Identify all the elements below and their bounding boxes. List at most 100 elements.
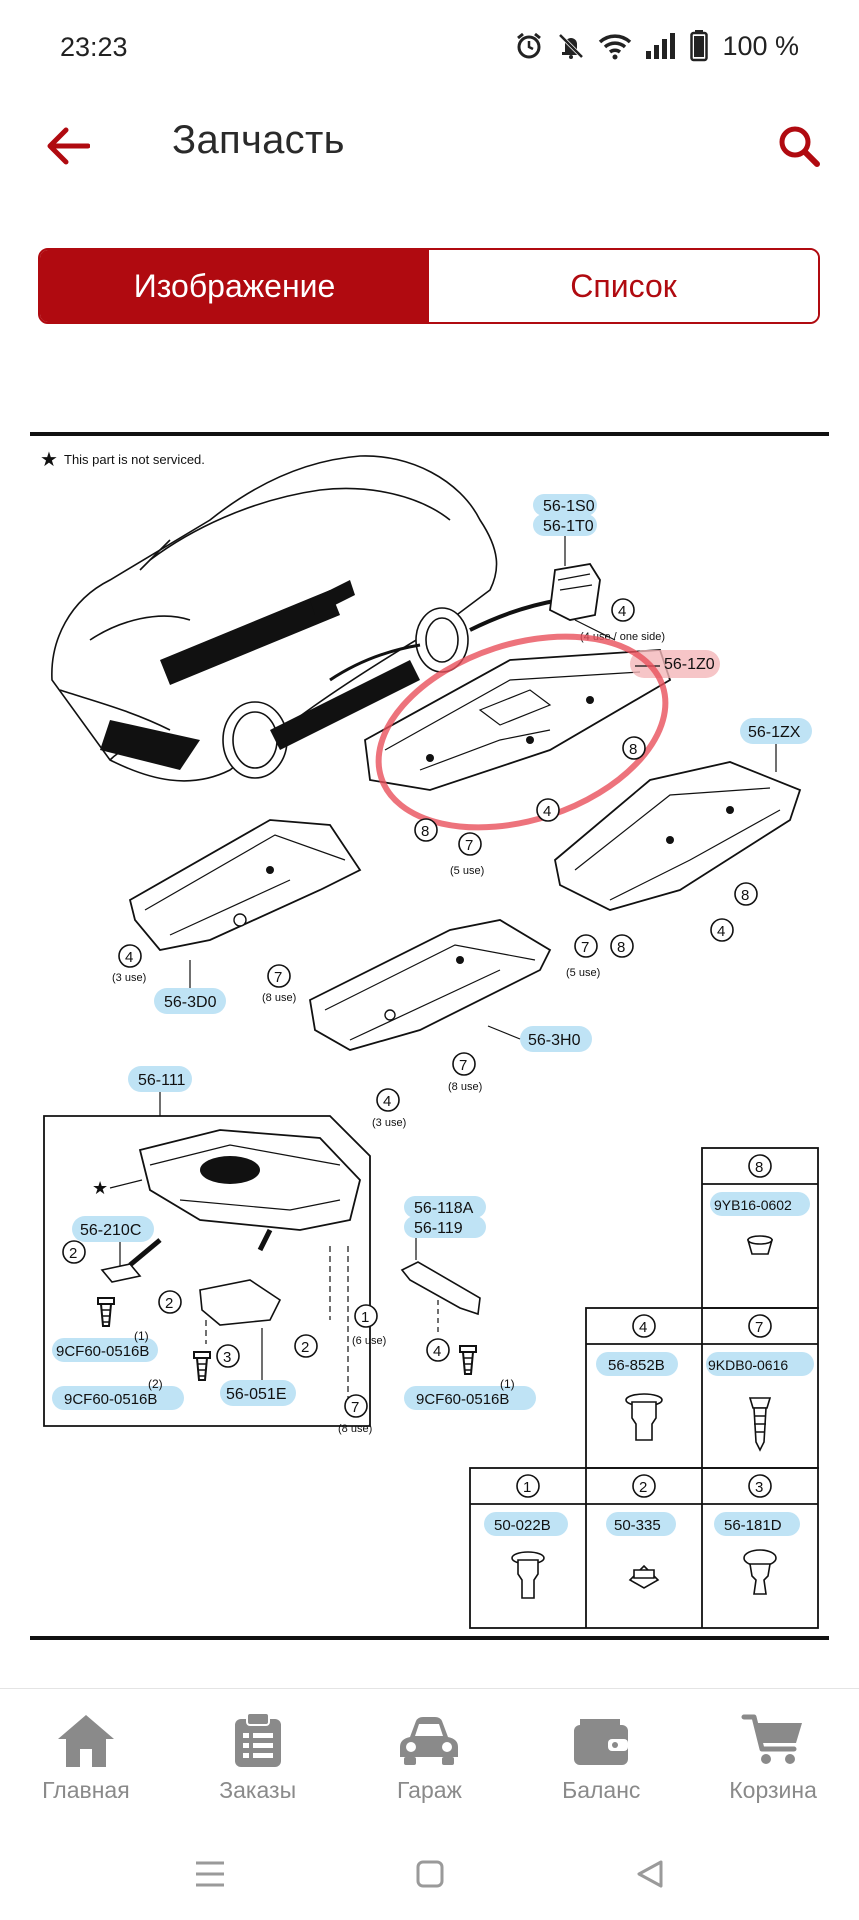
marker: 4	[383, 1093, 391, 1110]
part-undercover-1z0	[364, 649, 672, 791]
search-icon	[779, 126, 820, 167]
nav-label: Главная	[42, 1777, 130, 1803]
assembly-box	[43, 1115, 371, 1427]
qty-note: (6 use)	[352, 1335, 386, 1347]
home-icon	[57, 1715, 114, 1767]
parts-diagram-svg: ★ This part is not serviced.	[40, 449, 819, 1629]
part-code[interactable]: 9KDB0-0616	[708, 1357, 788, 1373]
triangle-back-icon	[637, 1860, 662, 1888]
marker: 7	[351, 1399, 359, 1416]
nav-item-garage[interactable]: Гараж	[344, 1689, 516, 1828]
system-menu-button[interactable]	[185, 1849, 235, 1899]
highlight	[220, 1380, 296, 1406]
diagram-bottom-rule	[30, 1636, 829, 1640]
highlight	[404, 1386, 536, 1410]
status-bar: 23:23 100	[0, 0, 859, 100]
system-back-button[interactable]	[625, 1849, 675, 1899]
highlight	[404, 1216, 486, 1238]
highlight	[710, 1192, 810, 1216]
qty: (1)	[134, 1329, 149, 1343]
marker: 4	[433, 1343, 441, 1360]
nav-label: Баланс	[562, 1777, 641, 1803]
part-code[interactable]: 56-119	[414, 1220, 463, 1237]
highlight	[520, 1026, 592, 1052]
part-code[interactable]: 56-210C	[80, 1222, 141, 1239]
table-header: 4	[639, 1319, 647, 1336]
nav-item-home[interactable]: Главная	[0, 1689, 172, 1828]
cart-icon	[741, 1714, 803, 1764]
part-engine-undercover	[128, 1129, 361, 1267]
bottom-nav: Главная Заказы Гараж Баланс	[0, 1688, 859, 1828]
tab-list[interactable]: Список	[429, 250, 818, 322]
parts-diagram[interactable]: ★ This part is not serviced.	[30, 440, 829, 1630]
highlight	[52, 1386, 184, 1410]
square-icon	[416, 1860, 443, 1888]
nav-item-balance[interactable]: Баланс	[515, 1689, 687, 1828]
tab-image[interactable]: Изображение	[40, 250, 429, 322]
marker: 8	[741, 887, 749, 904]
part-code[interactable]: 56-1S0	[543, 498, 595, 515]
marker: 4	[125, 949, 133, 966]
back-button[interactable]	[40, 118, 96, 174]
table-header: 7	[755, 1319, 763, 1336]
nav-item-orders[interactable]: Заказы	[172, 1689, 344, 1828]
qty-note: (3 use)	[372, 1117, 406, 1129]
part-code[interactable]: 56-118A	[414, 1200, 474, 1217]
part-code[interactable]: 56-1T0	[543, 518, 594, 535]
part-code[interactable]: 56-111	[138, 1072, 186, 1089]
view-toggle: Изображение Список	[38, 248, 820, 324]
nav-label: Заказы	[219, 1777, 297, 1803]
search-button[interactable]	[769, 116, 829, 176]
part-code[interactable]: 50-022B	[494, 1517, 551, 1534]
marker: 3	[223, 1349, 231, 1366]
part-code[interactable]: 50-335	[614, 1517, 661, 1534]
car-underbody-panels	[100, 580, 420, 770]
battery-icon	[690, 30, 709, 62]
diagram-top-rule	[30, 432, 829, 436]
part-code[interactable]: 56-1ZX	[748, 724, 801, 741]
status-time: 23:23	[60, 32, 128, 62]
part-code[interactable]: 56-852B	[608, 1357, 665, 1374]
highlight	[128, 1066, 192, 1092]
qty: (1)	[500, 1377, 515, 1391]
not-serviced-note: This part is not serviced.	[64, 452, 205, 467]
qty-note: (8 use)	[262, 992, 296, 1004]
part-side-cover	[400, 1261, 481, 1316]
marker: 8	[421, 823, 429, 840]
highlight	[72, 1216, 154, 1242]
arrow-left-icon	[47, 127, 90, 165]
system-home-button[interactable]	[405, 1849, 455, 1899]
qty-note: (5 use)	[450, 865, 484, 877]
highlight	[484, 1512, 568, 1536]
marker: 4	[618, 603, 626, 620]
marker: 8	[629, 741, 637, 758]
part-code[interactable]: 9CF60-0516B	[56, 1343, 149, 1360]
highlight	[52, 1338, 158, 1362]
highlight	[154, 988, 226, 1014]
marker: 7	[459, 1057, 467, 1074]
marker: 1	[361, 1309, 369, 1326]
wifi-icon	[599, 34, 632, 60]
part-code[interactable]: 56-3D0	[164, 994, 217, 1011]
part-code[interactable]: 9YB16-0602	[714, 1197, 792, 1213]
marker: 2	[301, 1339, 309, 1356]
table-header: 3	[755, 1479, 763, 1496]
part-code[interactable]: 9CF60-0516B	[64, 1391, 157, 1408]
part-code[interactable]: 9CF60-0516B	[416, 1391, 509, 1408]
part-undercover-3h0	[309, 919, 552, 1051]
status-icons: 100 %	[514, 30, 799, 62]
part-code[interactable]: 56-051E	[226, 1386, 287, 1403]
nav-label: Гараж	[397, 1777, 462, 1803]
highlight	[714, 1512, 800, 1536]
part-undercover-3d0	[128, 819, 362, 951]
nav-item-cart[interactable]: Корзина	[687, 1689, 859, 1828]
highlight	[606, 1512, 676, 1536]
part-code[interactable]: 56-1Z0	[664, 656, 715, 673]
table-header: 1	[523, 1479, 531, 1496]
marker: 8	[617, 939, 625, 956]
star-icon: ★	[92, 1178, 108, 1198]
part-code[interactable]: 56-3H0	[528, 1032, 581, 1049]
marker: 2	[69, 1245, 77, 1262]
part-code[interactable]: 56-181D	[724, 1517, 782, 1534]
qty-note: (8 use)	[448, 1081, 482, 1093]
